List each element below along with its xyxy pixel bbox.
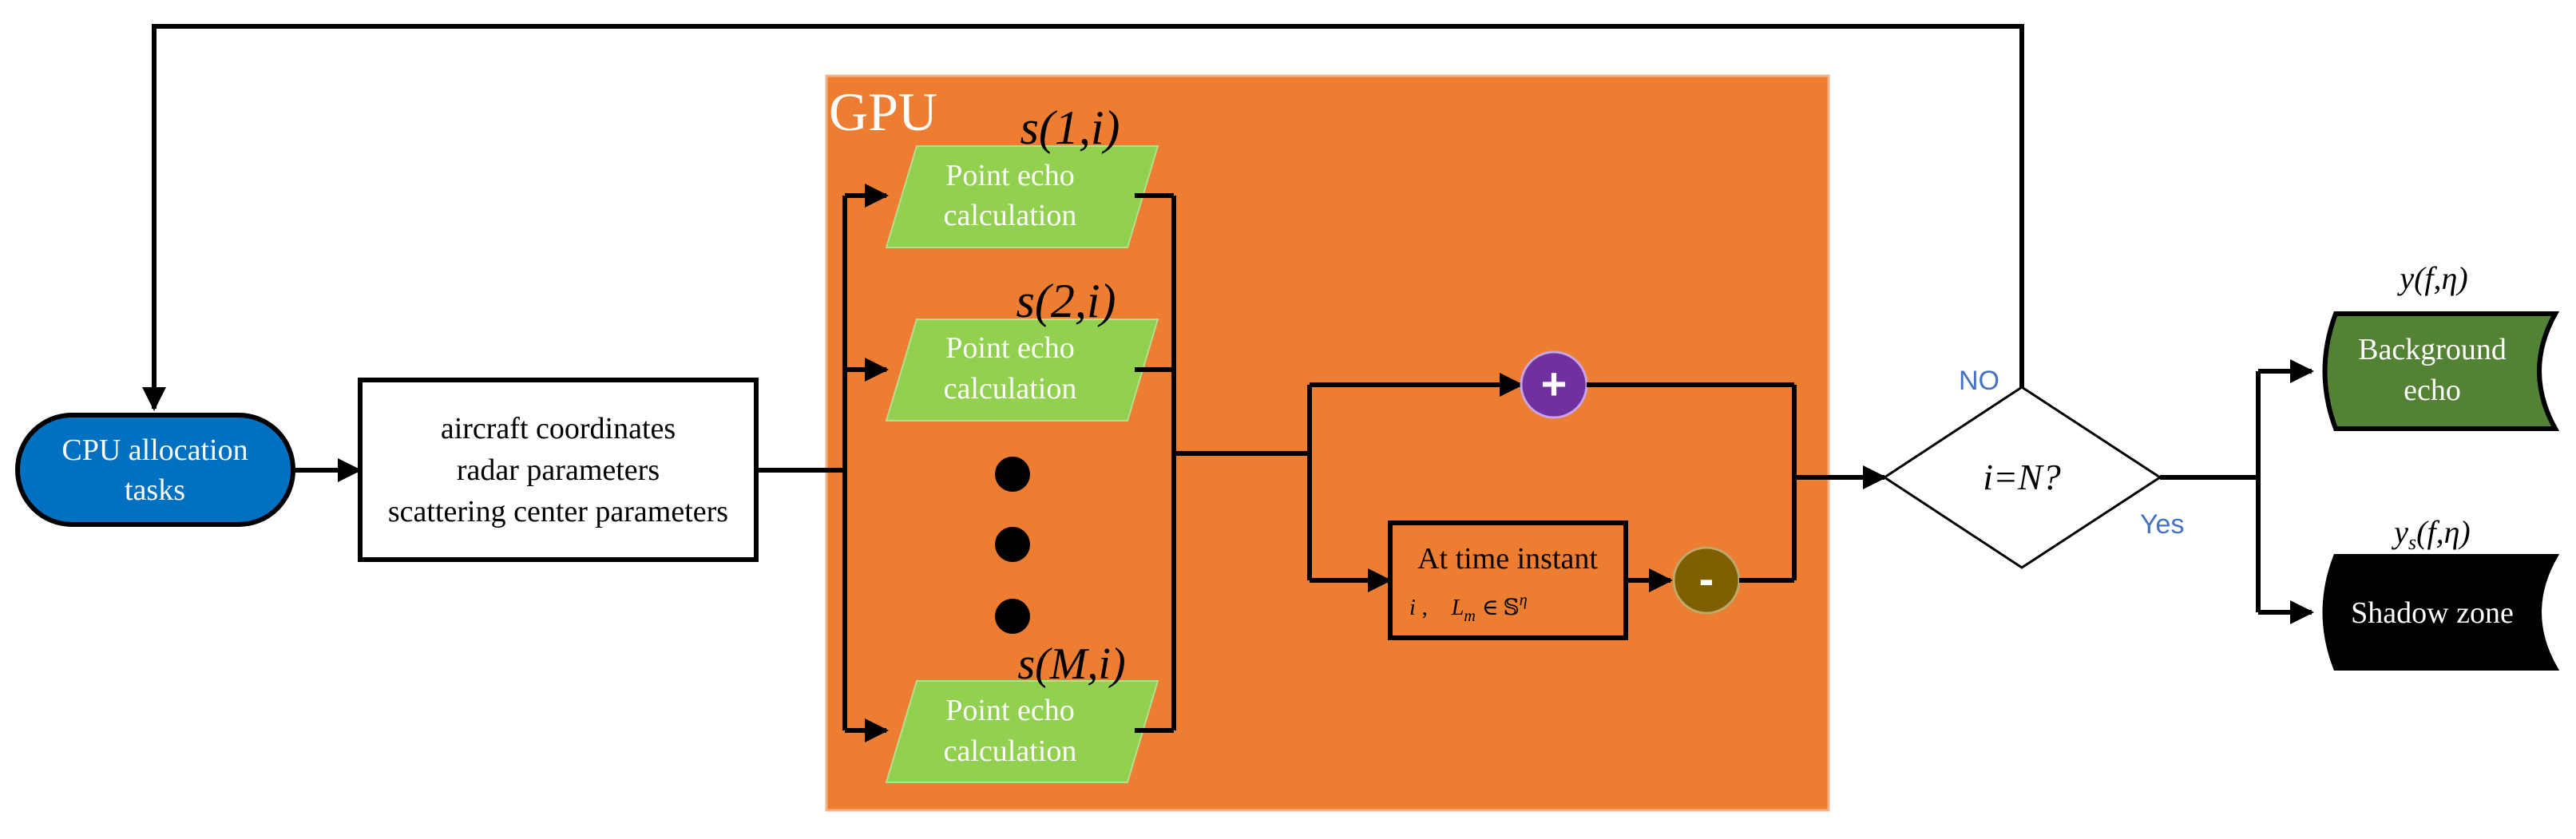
parameters-line3: scattering center parameters [388, 495, 728, 528]
minus-symbol: - [1699, 553, 1714, 604]
point-echo-label-line2: calculation [944, 734, 1077, 768]
point-echo-shape [885, 680, 1159, 783]
gpu-label: GPU [829, 81, 937, 142]
background-echo-node: Background echo y(f,η) [2322, 260, 2560, 431]
time-instant-box [1388, 520, 1628, 640]
minus-icon: - [1672, 546, 1741, 615]
no-branch-label: NO [1959, 366, 1999, 396]
point-echo-label-line2: calculation [944, 372, 1077, 406]
signal-label-s2: s(2,i) [1017, 275, 1116, 327]
signal-label-sm: s(M,i) [1017, 639, 1125, 689]
parameters-node: aircraft coordinates radar parameters sc… [358, 378, 759, 562]
merge-connectors [1587, 382, 1887, 583]
shadow-zone-shape [2322, 554, 2560, 671]
shadow-zone-node: Shadow zone ys(f,η) [2322, 514, 2560, 671]
plus-symbol: + [1541, 358, 1567, 409]
background-echo-signal: y(f,η) [2396, 260, 2467, 296]
point-echo-shape [885, 319, 1159, 421]
point-echo-label-line1: Point echo [945, 159, 1074, 192]
distribution-connectors [756, 184, 889, 742]
point-echo-box-m: Point echo calculation s(M,i) [885, 639, 1159, 783]
point-echo-shape [885, 145, 1159, 248]
background-echo-line1: Background [2358, 333, 2507, 366]
parameters-box [358, 378, 759, 562]
shadow-zone-signal: ys(f,η) [2391, 514, 2471, 554]
point-echo-label-line1: Point echo [945, 694, 1074, 727]
vertical-dots-icon [995, 457, 1030, 634]
time-instant-condition: i,Lm∈𝕊η [1409, 592, 1528, 625]
time-instant-line1: At time instant [1417, 542, 1598, 576]
decision-node: i=N? NO Yes [1882, 366, 2184, 569]
cpu-allocation-line2: tasks [125, 473, 185, 507]
output-connectors [2160, 359, 2314, 624]
cpu-allocation-shape [15, 413, 295, 527]
time-instant-node: At time instant i,Lm∈𝕊η [1388, 520, 1628, 640]
point-echo-label-line2: calculation [944, 199, 1077, 232]
yes-branch-label: Yes [2140, 509, 2184, 540]
background-echo-shape [2322, 311, 2560, 431]
plus-icon: + [1520, 350, 1588, 419]
signal-label-s1: s(1,i) [1020, 101, 1120, 154]
parameters-line2: radar parameters [457, 453, 660, 487]
cpu-allocation-node: CPU allocation tasks [15, 413, 295, 527]
feedback-loop-connector [142, 24, 2024, 411]
point-echo-box-1: Point echo calculation s(1,i) [885, 101, 1159, 248]
background-echo-line2: echo [2404, 374, 2461, 407]
collection-connectors [1135, 193, 1524, 733]
point-echo-label-line1: Point echo [945, 331, 1074, 365]
parameters-line1: aircraft coordinates [441, 412, 676, 445]
cpu-allocation-line1: CPU allocation [61, 433, 248, 467]
decision-diamond [1882, 386, 2162, 569]
shadow-zone-label: Shadow zone [2351, 596, 2514, 630]
point-echo-box-2: Point echo calculation s(2,i) [885, 275, 1159, 421]
decision-text: i=N? [1983, 457, 2061, 497]
